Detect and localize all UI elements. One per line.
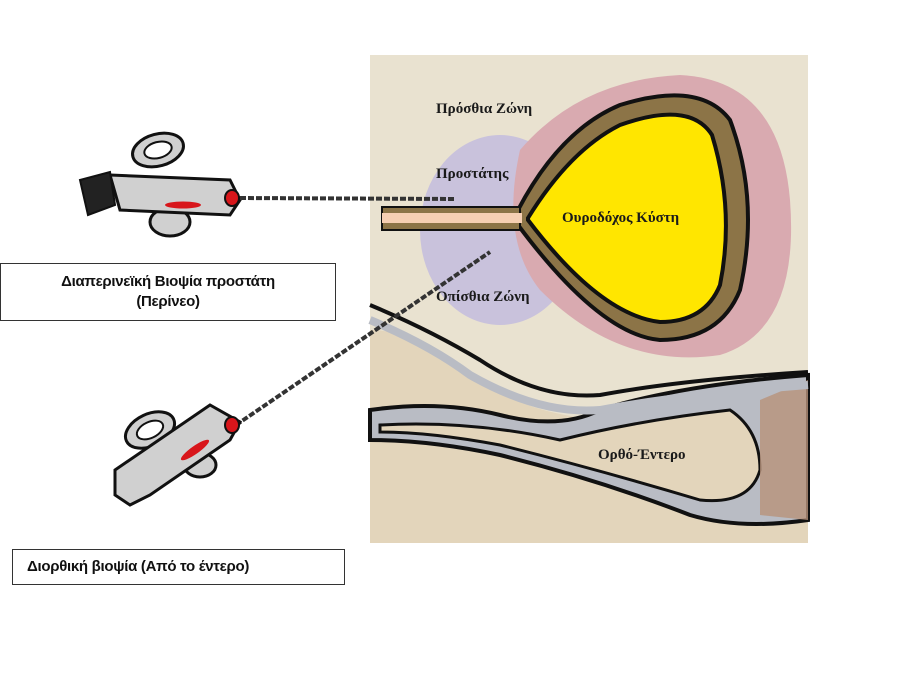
transperineal-label-box: Διαπερινεϊκή Βιοψία προστάτη (Περίνεο) xyxy=(0,263,336,321)
label-rectum: Ορθό-Έντερο xyxy=(598,447,686,463)
label-posterior-zone: Οπίσθια Ζώνη xyxy=(436,289,530,305)
bladder-lumen xyxy=(526,112,728,325)
transperineal-title: Διαπερινεϊκή Βιοψία προστάτη xyxy=(61,273,275,290)
transrectal-biopsy-gun xyxy=(113,250,492,507)
rectal-fold xyxy=(369,303,809,398)
transrectal-label-box: Διορθική βιοψία (Από το έντερο) xyxy=(12,549,345,585)
rectum-outer xyxy=(760,380,808,520)
transrectal-title: Διορθική βιοψία (Από το έντερο) xyxy=(27,558,250,575)
transperineal-biopsy-gun xyxy=(78,131,456,238)
label-prostate: Προστάτης xyxy=(436,166,509,182)
label-bladder: Ουροδόχος Κύστη xyxy=(562,210,680,226)
label-anterior-zone: Πρόσθια Ζώνη xyxy=(436,101,533,117)
urethra-lumen xyxy=(382,213,522,223)
rectal-fold-inner xyxy=(368,316,809,415)
transperineal-subtitle: (Περίνεο) xyxy=(136,293,200,310)
